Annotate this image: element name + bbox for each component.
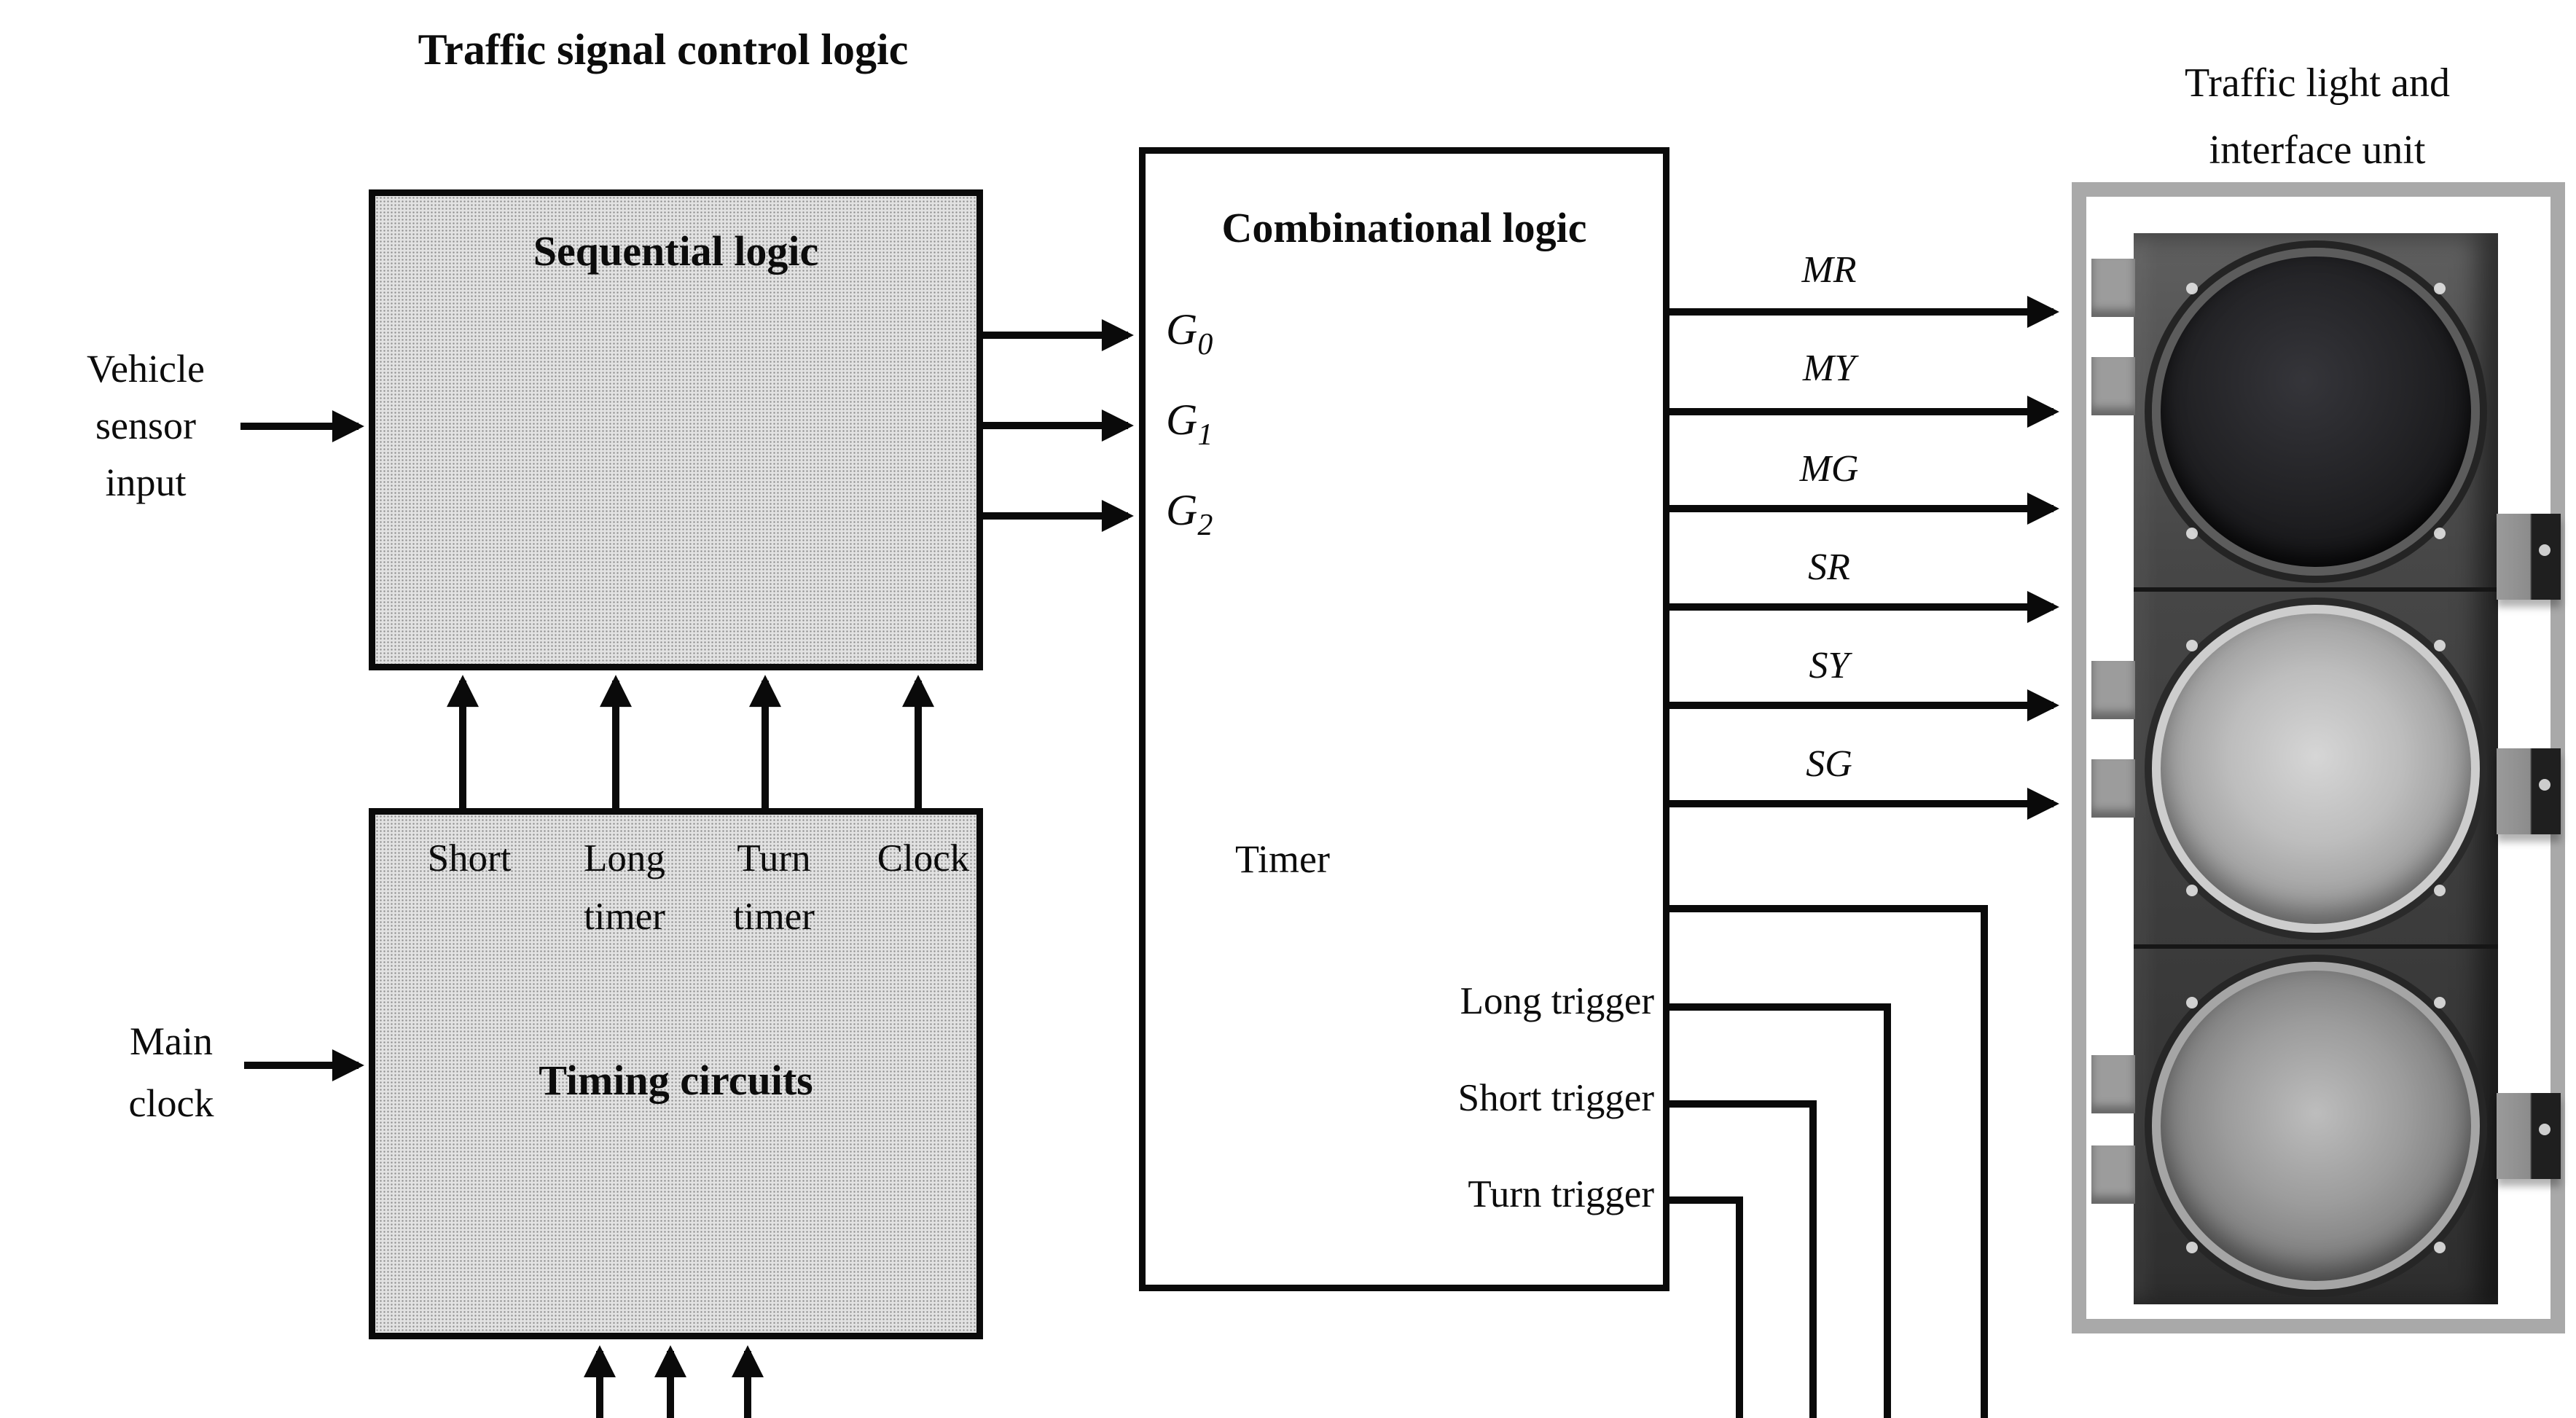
combinational-logic-title: Combinational logic bbox=[1221, 204, 1587, 251]
screw-dot bbox=[2539, 544, 2550, 556]
screw-dot bbox=[2539, 1124, 2550, 1135]
screw-dot bbox=[2186, 283, 2198, 294]
output-label-mr: MR bbox=[1801, 249, 1857, 291]
turn-trigger-label: Turn trigger bbox=[1468, 1173, 1654, 1215]
housing-left-tab bbox=[2091, 259, 2135, 317]
housing-left-tab bbox=[2091, 1145, 2135, 1204]
red-light-lens bbox=[2152, 248, 2480, 576]
timer-port-short: Short bbox=[427, 837, 512, 880]
right-section-title-line2: interface unit bbox=[2209, 128, 2426, 173]
housing-right-bracket bbox=[2497, 514, 2561, 600]
bottom-return-arrows bbox=[583, 1345, 764, 1418]
housing-left-tab bbox=[2091, 661, 2135, 719]
short-trigger-label: Short trigger bbox=[1457, 1077, 1654, 1119]
output-arrows bbox=[1669, 295, 2059, 820]
timer-port-long: Long timer bbox=[584, 837, 665, 938]
screw-dot bbox=[2434, 528, 2446, 539]
output-label-mg: MG bbox=[1799, 448, 1859, 490]
green-light-lens bbox=[2152, 962, 2480, 1290]
timing-circuits-title: Timing circuits bbox=[539, 1057, 813, 1104]
screw-dot bbox=[2186, 528, 2198, 539]
g-input-arrows bbox=[983, 318, 1134, 533]
left-section-title: Traffic signal control logic bbox=[418, 26, 909, 74]
screw-dot bbox=[2434, 997, 2446, 1008]
housing-right-bracket bbox=[2497, 1093, 2561, 1179]
timer-label: Timer bbox=[1234, 837, 1331, 881]
screw-dot bbox=[2434, 1242, 2446, 1253]
housing-left-tab bbox=[2091, 1055, 2135, 1113]
output-label-sr: SR bbox=[1808, 547, 1850, 588]
output-label-sg: SG bbox=[1806, 743, 1852, 785]
housing-left-tab bbox=[2091, 759, 2135, 818]
screw-dot bbox=[2434, 640, 2446, 651]
right-section-title: Traffic light and interface unit bbox=[2077, 50, 2558, 184]
timer-port-turn: Turn timer bbox=[733, 837, 815, 938]
vehicle-sensor-label: Vehicle sensor input bbox=[87, 347, 205, 504]
input-label-g0: G0 bbox=[1166, 305, 1213, 361]
housing-left-tab bbox=[2091, 357, 2135, 415]
timing-circuits-box: Short Long timer Turn timer Clock Timing… bbox=[369, 808, 983, 1339]
screw-dot bbox=[2434, 283, 2446, 294]
screw-dot bbox=[2186, 997, 2198, 1008]
main-clock-label: Main clock bbox=[128, 1019, 214, 1125]
screw-dot bbox=[2186, 640, 2198, 651]
output-label-sy: SY bbox=[1809, 645, 1849, 686]
sequential-logic-title: Sequential logic bbox=[533, 227, 819, 275]
trigger-routing-lines bbox=[1669, 905, 1988, 1418]
timer-up-arrows bbox=[446, 675, 935, 808]
yellow-light-lens bbox=[2152, 605, 2480, 933]
timer-port-clock: Clock bbox=[877, 837, 970, 880]
combinational-logic-box: Combinational logic bbox=[1139, 147, 1669, 1291]
long-trigger-label: Long trigger bbox=[1460, 980, 1654, 1022]
right-section-title-line1: Traffic light and bbox=[2185, 60, 2450, 106]
screw-dot bbox=[2434, 885, 2446, 896]
output-label-my: MY bbox=[1802, 348, 1856, 389]
sequential-logic-box: Sequential logic bbox=[369, 189, 983, 670]
screw-dot bbox=[2186, 885, 2198, 896]
screw-dot bbox=[2539, 779, 2550, 791]
housing-divider-1 bbox=[2134, 587, 2498, 592]
housing-divider-2 bbox=[2134, 944, 2498, 949]
screw-dot bbox=[2186, 1242, 2198, 1253]
housing-right-bracket bbox=[2497, 748, 2561, 834]
input-label-g2: G2 bbox=[1166, 486, 1213, 542]
input-label-g1: G1 bbox=[1166, 396, 1213, 452]
